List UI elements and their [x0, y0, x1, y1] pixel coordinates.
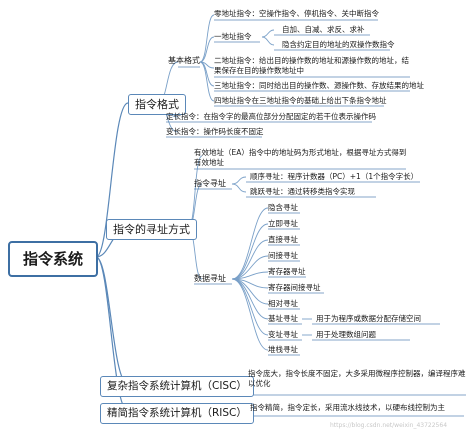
branch-risc: 精简指令系统计算机（RISC） — [100, 403, 254, 424]
node-variable-length: 变长指令：操作码长度不固定 — [166, 127, 264, 136]
node-sequential-addressing: 顺序寻址：程序计数器（PC）+1（1个指令字长） — [250, 172, 419, 181]
node-risc-description: 指令精简，指令定长，采用流水线技术，以硬布线控制为主 — [250, 403, 445, 412]
root-node-instruction-system: 指令系统 — [8, 241, 98, 277]
node-base-addressing: 基址寻址 — [268, 314, 298, 323]
node-zero-address: 零地址指令：空操作指令、停机指令、关中断指令 — [214, 9, 379, 18]
watermark: https://blog.csdn.net/weixin_43722564 — [330, 422, 448, 429]
node-data-addressing: 数据寻址 — [194, 274, 226, 283]
node-effective-address: 有效地址（EA）指令中的地址码为形式地址，根据寻址方式得到有效地址 — [194, 148, 407, 168]
node-basic-format: 基本格式 — [168, 56, 200, 65]
node-instruction-addressing: 指令寻址 — [194, 179, 226, 188]
node-indirect-addressing: 间接寻址 — [268, 251, 298, 260]
node-fixed-length: 定长指令：在指令字的最高位部分分配固定的若干位表示操作码 — [166, 112, 376, 121]
node-relative-addressing: 相对寻址 — [268, 299, 298, 308]
node-three-address: 三地址指令：同时给出目的操作数、源操作数、存放结果的地址 — [214, 81, 424, 90]
branch-instruction-format: 指令格式 — [128, 94, 186, 115]
node-implied-addressing: 隐含寻址 — [268, 203, 298, 212]
node-one-address: 一地址指令 — [214, 32, 252, 41]
node-jump-addressing: 跳跃寻址：通过转移类指令实现 — [250, 187, 355, 196]
node-register-addressing: 寄存器寻址 — [268, 267, 306, 276]
branch-addressing-modes: 指令的寻址方式 — [106, 219, 197, 240]
node-one-address-item-2: 隐含约定目的地址的双操作数指令 — [282, 40, 395, 49]
node-index-addressing-note: 用于处理数组问题 — [316, 330, 376, 339]
node-index-addressing: 变址寻址 — [268, 330, 298, 339]
node-register-indirect-addressing: 寄存器间接寻址 — [268, 283, 321, 292]
node-direct-addressing: 直接寻址 — [268, 235, 298, 244]
node-base-addressing-note: 用于为程序或数据分配存储空间 — [316, 314, 421, 323]
node-one-address-item-1: 自加、自减、求反、求补 — [282, 25, 365, 34]
node-four-address: 四地址指令在三地址指令的基础上给出下条指令地址 — [214, 96, 387, 105]
node-stack-addressing: 堆栈寻址 — [268, 345, 298, 354]
branch-cisc: 复杂指令系统计算机（CISC） — [100, 376, 254, 397]
node-cisc-description: 指令庞大，指令长度不固定，大多采用微程序控制器，编译程序难以优化 — [248, 369, 466, 389]
node-two-address: 二地址指令：给出目的操作数的地址和源操作数的地址，结果保存在目的操作数地址中 — [214, 56, 409, 76]
node-immediate-addressing: 立即寻址 — [268, 219, 298, 228]
